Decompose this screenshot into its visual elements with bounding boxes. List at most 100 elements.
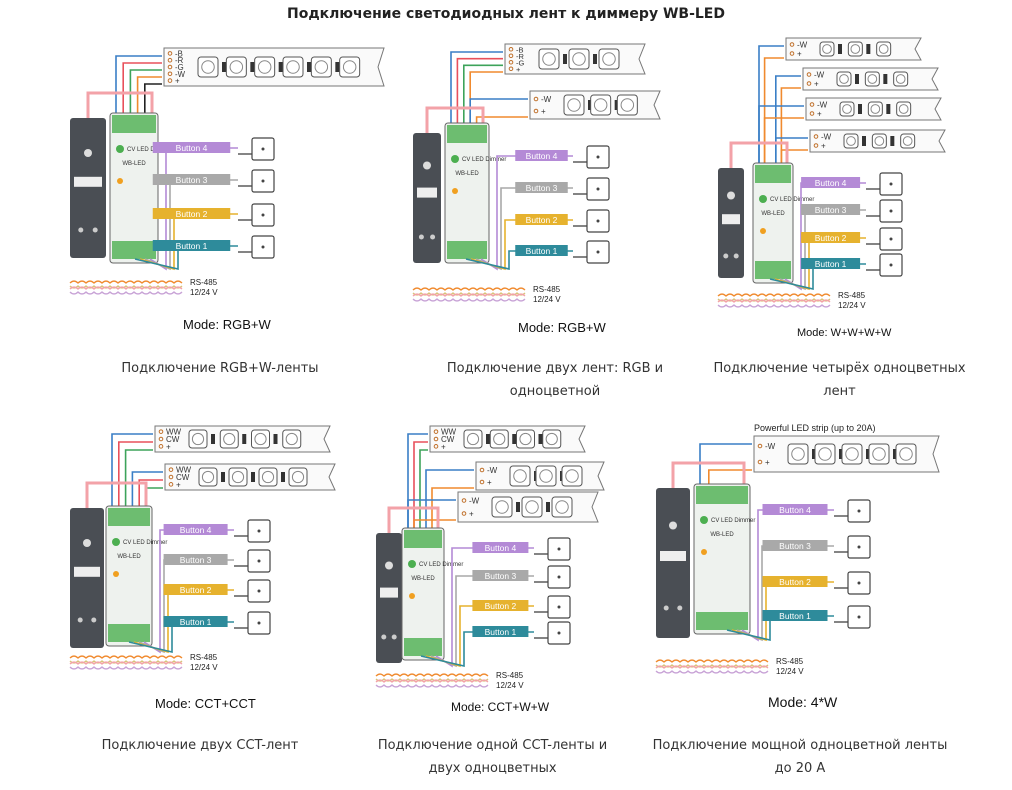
led-chip: [463, 429, 483, 449]
button-tag: [801, 232, 861, 243]
led-chip: [568, 48, 590, 70]
led-chip: [868, 443, 890, 465]
bus-label: RS-485: [190, 653, 218, 662]
led-lens: [555, 500, 569, 514]
bus-cable: [69, 661, 183, 665]
strip-pin-label: CW: [166, 435, 180, 444]
led-lens: [878, 44, 889, 54]
screw-terminal: [663, 605, 669, 611]
led-lens: [567, 98, 581, 112]
button-dot: [257, 559, 261, 563]
power-label: 12/24 V: [496, 681, 524, 690]
strip-pin-label: -W: [487, 466, 498, 475]
power-label: 12/24 V: [838, 301, 866, 310]
button-tag-label: Button 2: [485, 601, 517, 611]
power-supply-label: [417, 187, 437, 198]
button-tag: [515, 182, 568, 193]
led-lens: [572, 52, 586, 66]
pad-dot: [158, 429, 164, 434]
button-tag-label: Button 1: [180, 617, 212, 627]
led-lens: [286, 60, 300, 74]
bus-label: RS-485: [190, 278, 218, 287]
screw-terminal: [391, 634, 397, 640]
button-dot: [257, 589, 261, 593]
power-wire: [671, 461, 746, 488]
led-chip: [310, 56, 332, 78]
led-strip: -W+: [753, 435, 940, 473]
pad-dot: [479, 467, 485, 473]
bus-cable: [655, 659, 769, 663]
pad-dot: [167, 78, 173, 83]
strip-pin-label: -R: [516, 52, 524, 61]
button-tag-label: Button 2: [779, 577, 811, 587]
strip-pin-label: +: [797, 50, 802, 59]
button-tag: [152, 174, 231, 185]
strip-wire: [763, 117, 804, 163]
led-lens: [839, 74, 849, 84]
bus-label: RS-485: [776, 657, 804, 666]
pad-dot: [433, 436, 439, 442]
led-lens: [201, 470, 215, 484]
device-brand: WB-LED: [455, 171, 479, 177]
screw-terminal: [381, 634, 387, 640]
resistor: [890, 136, 895, 146]
pad-dot: [533, 96, 539, 102]
led-chip: [339, 56, 361, 78]
button-tag: [472, 600, 529, 611]
led-chip: [282, 56, 304, 78]
bus-cable: [69, 655, 183, 659]
led-lens: [850, 44, 861, 54]
mode-label: Mode: 4*W: [768, 694, 838, 710]
wb-logo-icon: [759, 195, 767, 203]
button-dot: [857, 615, 861, 619]
button-dot: [889, 182, 893, 186]
button-dot: [596, 187, 600, 191]
resistor: [866, 44, 871, 54]
status-led-icon: [113, 571, 119, 577]
led-lens: [254, 432, 267, 446]
strip-wire: [780, 87, 801, 163]
bus-cable: [375, 679, 489, 683]
button-tag: [163, 584, 228, 595]
bus-cable: [412, 298, 526, 302]
strip-wire: [780, 149, 808, 163]
button-tag-label: Button 3: [180, 555, 212, 565]
resistor: [211, 434, 215, 444]
pad-dot: [508, 59, 514, 65]
top-terminal-block: [108, 508, 150, 526]
led-lens: [872, 447, 886, 461]
led-lens: [223, 432, 236, 446]
resistor: [812, 449, 816, 459]
led-lens: [229, 60, 244, 74]
strip-pin-label: -W: [175, 70, 186, 79]
device-name: CV LED Dimmer: [711, 518, 755, 524]
button-dot: [596, 219, 600, 223]
device-brand: WB-LED: [411, 576, 435, 582]
dimmer-body: [693, 483, 751, 635]
strip-pin-label: -W: [817, 101, 828, 110]
led-chip: [836, 71, 852, 87]
button-dot: [557, 575, 561, 579]
led-lens: [314, 60, 329, 74]
button-dot: [857, 509, 861, 513]
button-tag-label: Button 4: [526, 151, 558, 161]
resistor: [251, 472, 255, 482]
bus-cable: [717, 299, 831, 303]
led-lens: [545, 432, 558, 446]
resistor: [278, 62, 283, 72]
bus-cable: [655, 670, 769, 674]
bus-cable: [412, 293, 526, 297]
led-lens: [895, 74, 906, 84]
pad-dot: [508, 46, 514, 52]
strip-wire: [707, 469, 752, 484]
strip-wire: [413, 519, 456, 528]
button-tag-label: Button 1: [526, 246, 558, 256]
led-strip: -W+: [805, 97, 942, 121]
pad-dot: [167, 51, 173, 56]
led-chip: [188, 429, 208, 449]
strip-pin-label: CW: [176, 473, 190, 482]
bus-label: RS-485: [533, 285, 561, 294]
resistor: [866, 449, 870, 459]
